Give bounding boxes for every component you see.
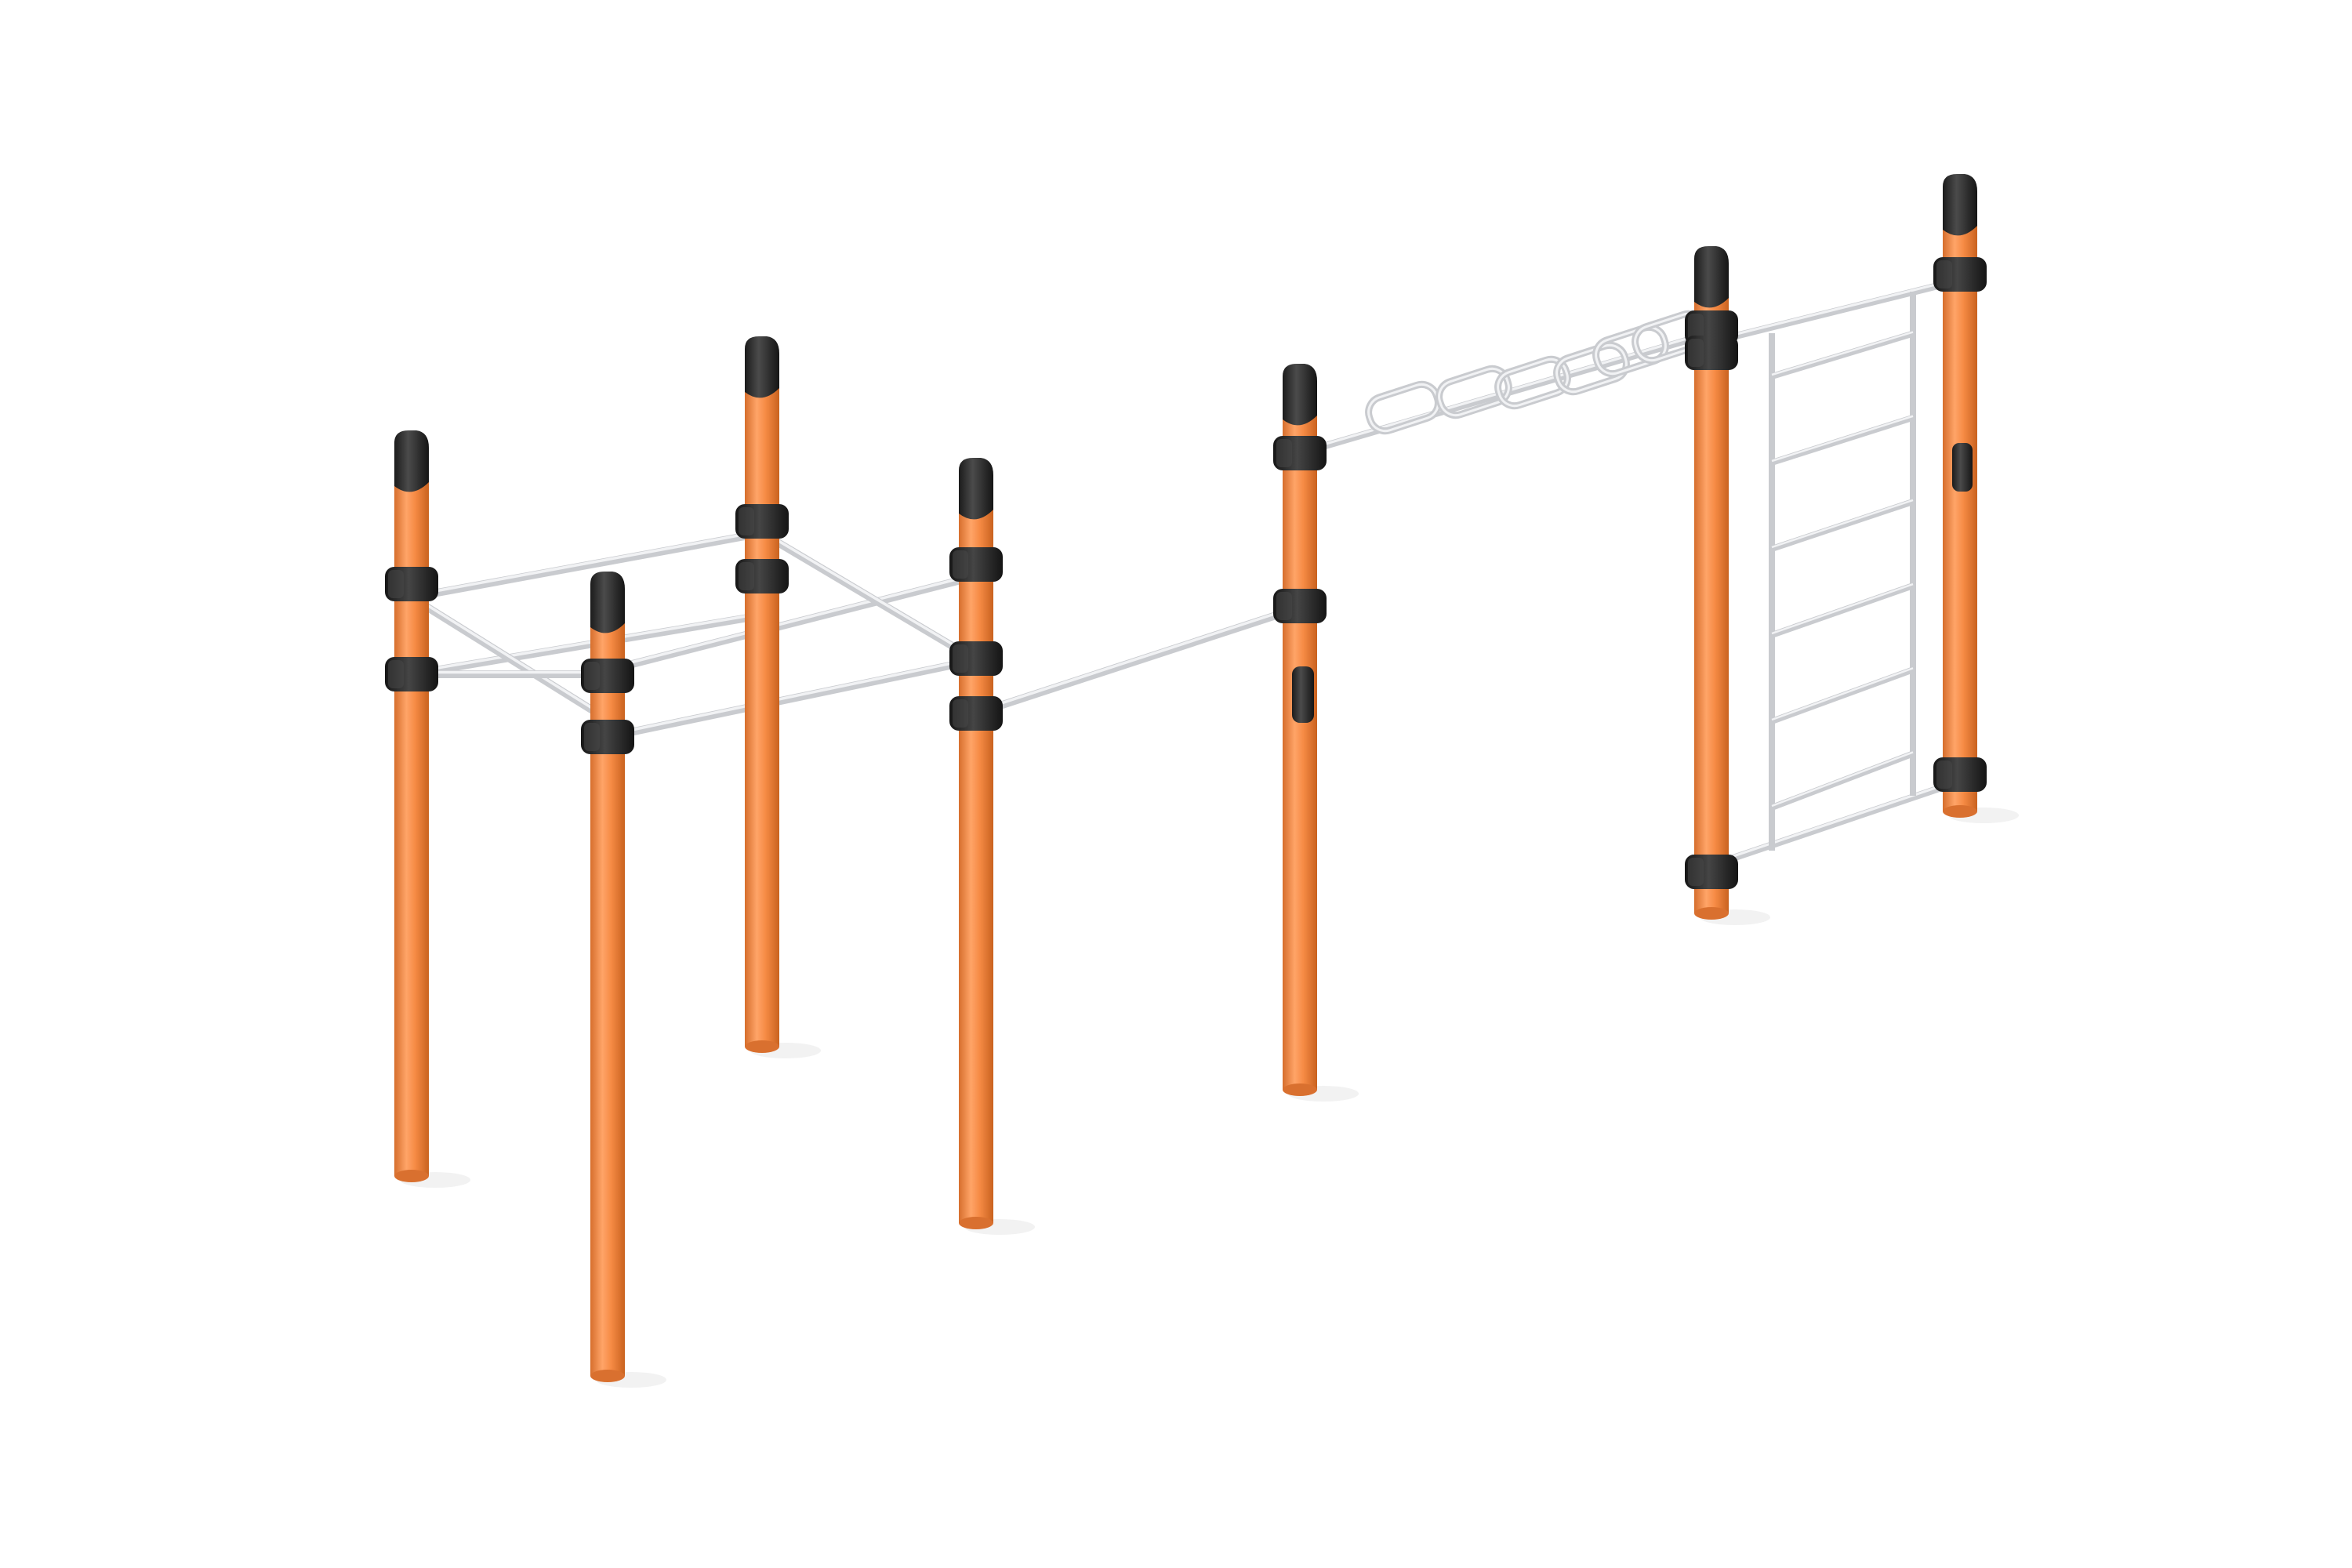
- clamp-highlight: [388, 660, 404, 688]
- ladder-rung-highlight: [1771, 583, 1914, 635]
- clamp-highlight: [739, 507, 754, 535]
- post: [1273, 364, 1327, 1096]
- steel-bar: [758, 529, 980, 664]
- post: [949, 458, 1003, 1229]
- post-base: [1694, 907, 1729, 920]
- ladder-rung: [1769, 330, 1916, 379]
- clamp-highlight: [584, 723, 600, 751]
- post-base: [590, 1370, 625, 1382]
- clamp-highlight: [388, 570, 404, 598]
- clamp-highlight: [1688, 339, 1704, 367]
- steel-bar: [1721, 780, 1956, 865]
- steel-bar: [604, 572, 980, 674]
- steel-bar-highlight: [606, 572, 978, 670]
- ladder-rung: [1769, 498, 1916, 552]
- steel-bar-highlight: [410, 529, 764, 597]
- clamp-highlight: [1688, 314, 1704, 342]
- post-tube: [1943, 210, 1977, 811]
- post-tube: [1283, 400, 1317, 1090]
- hook-plate: [1292, 666, 1314, 723]
- ring-loop-highlight: [1595, 325, 1667, 376]
- ladder-rung: [1769, 414, 1916, 466]
- post-cap: [959, 458, 993, 520]
- clamp-highlight: [1936, 760, 1952, 789]
- post-base: [745, 1040, 779, 1053]
- clamp-highlight: [1936, 260, 1952, 289]
- post: [385, 430, 438, 1182]
- clamp-highlight: [739, 562, 754, 590]
- post: [735, 336, 789, 1053]
- steel-bar: [972, 604, 1304, 717]
- post-cap: [1943, 174, 1977, 236]
- clamp-highlight: [953, 550, 968, 579]
- ladder-rung-highlight: [1771, 751, 1914, 808]
- upright-posts: [385, 174, 1987, 1382]
- ring-loop-highlight: [1555, 343, 1628, 394]
- ground-shadows: [400, 808, 2019, 1388]
- post: [581, 572, 634, 1382]
- clamp-highlight: [584, 662, 600, 690]
- post-cap: [1694, 246, 1729, 308]
- steel-bar: [1721, 278, 1956, 343]
- steel-bar-highlight: [1723, 781, 1954, 861]
- clamp-highlight: [1276, 439, 1292, 467]
- ring-loop-highlight: [1367, 383, 1439, 433]
- ladder-rung: [1769, 750, 1916, 811]
- post-tube: [1694, 282, 1729, 913]
- post-cap: [745, 336, 779, 398]
- steel-bar: [408, 529, 766, 601]
- ladder-rung-highlight: [1771, 415, 1914, 463]
- post: [1933, 174, 1987, 818]
- ring-loop-highlight: [1438, 367, 1510, 417]
- steel-bar: [408, 593, 612, 724]
- clamp-highlight: [953, 644, 968, 673]
- steel-bar-highlight: [1723, 279, 1954, 339]
- ladder-rung: [1769, 583, 1916, 638]
- steel-bar-highlight: [410, 593, 609, 720]
- steel-bar-highlight: [760, 529, 978, 660]
- ladder-rung: [1769, 666, 1916, 724]
- clamp-highlight: [953, 699, 968, 728]
- ladder-rung-highlight: [1771, 331, 1914, 376]
- post-base: [394, 1170, 429, 1182]
- wall-ladder: [1769, 292, 1916, 851]
- post-cap: [394, 430, 429, 492]
- steel-bar-highlight: [606, 656, 978, 737]
- clamp-highlight: [1276, 592, 1292, 620]
- post-cap: [590, 572, 625, 633]
- hook-plate: [1952, 443, 1973, 492]
- clamp-highlight: [1688, 858, 1704, 886]
- post-base: [1943, 805, 1977, 818]
- ladder-rung-highlight: [1771, 499, 1914, 549]
- ring-loop-highlight: [1497, 358, 1569, 408]
- steel-bar-highlight: [975, 604, 1301, 713]
- steel-bar-highlight: [410, 612, 764, 674]
- ladder-rung-highlight: [1771, 667, 1914, 721]
- post-cap: [1283, 364, 1317, 426]
- post-base: [1283, 1083, 1317, 1096]
- post: [1685, 246, 1738, 920]
- post-tube: [745, 372, 779, 1047]
- steel-bar: [604, 656, 980, 741]
- post-tube: [959, 494, 993, 1223]
- post-base: [959, 1217, 993, 1229]
- steel-bar: [408, 612, 766, 678]
